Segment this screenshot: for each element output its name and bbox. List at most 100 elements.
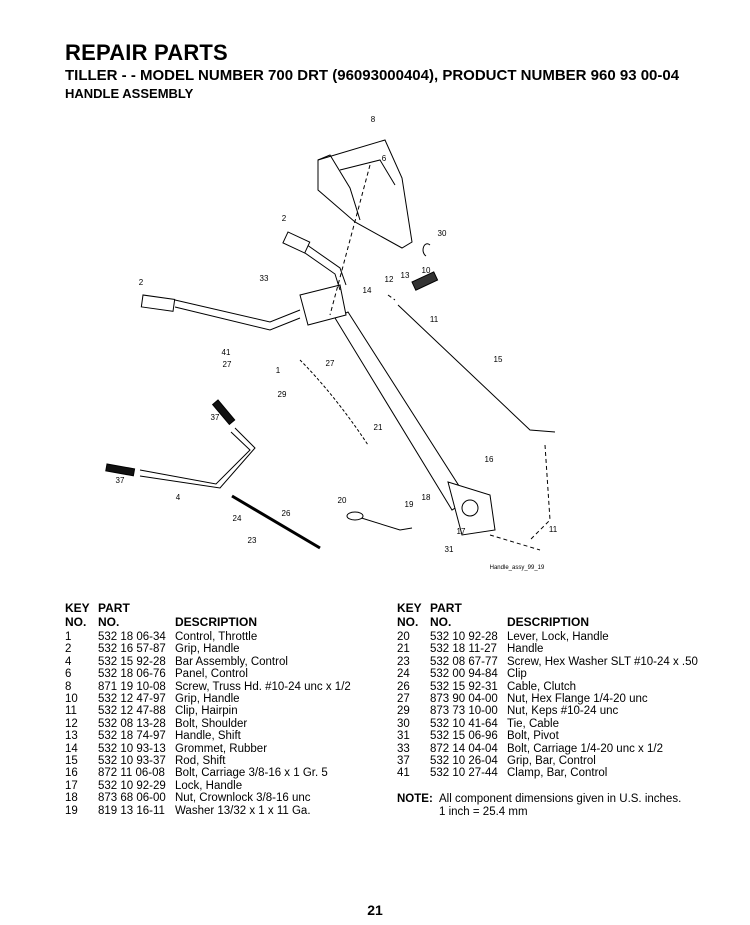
- callout-24: 24: [233, 514, 242, 523]
- lower-bracket: [447, 481, 496, 536]
- part-key: 13: [65, 730, 78, 743]
- callout-23: 23: [248, 536, 257, 545]
- callout-27a: 27: [223, 360, 232, 369]
- part-number: 532 10 93-37: [98, 755, 166, 768]
- part-number: 873 68 06-00: [98, 792, 166, 805]
- part-key: 27: [397, 693, 410, 706]
- col-part-no: NO.: [98, 615, 120, 629]
- callout-11b: 11: [549, 525, 558, 534]
- part-number: 532 15 92-28: [98, 655, 166, 668]
- col-description: DESCRIPTION: [507, 615, 590, 629]
- part-key: 23: [397, 655, 410, 668]
- part-description: Nut, Hex Flange 1/4-20 unc: [507, 693, 648, 706]
- callout-13: 13: [401, 271, 410, 280]
- part-number: 873 90 04-00: [430, 693, 498, 706]
- right-column-headers: KEY PART NO. NO. DESCRIPTION: [397, 601, 589, 629]
- part-description: Screw, Hex Washer SLT #10-24 x .50: [507, 655, 698, 668]
- callout-27b: 27: [326, 359, 335, 368]
- control-bar: [139, 427, 256, 489]
- callout-11: 11: [430, 315, 439, 324]
- page-title: REPAIR PARTS: [65, 40, 228, 65]
- part-number: 532 10 41-64: [430, 717, 498, 730]
- part-description: Clip, Hairpin: [175, 705, 238, 718]
- note-line1: All component dimensions given in U.S. i…: [439, 793, 682, 805]
- part-key: 6: [65, 668, 72, 681]
- part-number: 532 10 27-44: [430, 767, 498, 780]
- part-key: 2: [65, 643, 72, 656]
- callout-8: 8: [371, 115, 376, 124]
- part-number: 532 16 57-87: [98, 643, 166, 656]
- part-description: Clip: [507, 668, 527, 681]
- shift-rod: [397, 304, 556, 433]
- part-key: 8: [65, 680, 72, 693]
- part-description: Washer 13/32 x 1 x 11 Ga.: [175, 804, 311, 817]
- part-number: 532 10 93-13: [98, 742, 166, 755]
- callout-41: 41: [222, 348, 231, 357]
- part-number: 532 15 06-96: [430, 730, 498, 743]
- part-description: Grip, Handle: [175, 693, 240, 706]
- handle-assembly-diagram: 8 6 30 2 33 12 13 10 2 14 11 15 41 27 27…: [105, 115, 558, 571]
- part-key: 12: [65, 717, 78, 730]
- part-description: Clamp, Bar, Control: [507, 767, 608, 780]
- col-key: KEY: [65, 601, 90, 615]
- callout-26: 26: [282, 509, 291, 518]
- page-number: 21: [367, 902, 383, 918]
- callout-6: 6: [382, 154, 387, 163]
- clutch-cable: [231, 494, 321, 550]
- grip-37-left: [105, 463, 136, 477]
- part-number: 873 73 10-00: [430, 705, 498, 718]
- callout-37b: 37: [116, 476, 125, 485]
- part-key: 31: [397, 730, 410, 743]
- part-key: 4: [65, 655, 72, 668]
- part-description: Rod, Shift: [175, 755, 226, 768]
- part-key: 37: [397, 755, 410, 768]
- part-row: 23 532 08 67-77 Screw, Hex Washer SLT #10-…: [397, 656, 698, 668]
- part-number: 532 08 67-77: [430, 655, 498, 668]
- part-row: 27 873 90 04-00 Nut, Hex Flange 1/4-20 unc: [397, 693, 698, 705]
- col-key-no: NO.: [65, 615, 87, 629]
- part-description: Lock, Handle: [175, 779, 243, 792]
- callout-20: 20: [338, 496, 347, 505]
- section-title: HANDLE ASSEMBLY: [65, 86, 194, 101]
- note-label: NOTE:: [397, 793, 433, 805]
- callout-29: 29: [278, 390, 287, 399]
- part-description: Nut, Crownlock 3/8-16 unc: [175, 792, 311, 805]
- part-description: Grip, Handle: [175, 643, 240, 656]
- part-key: 30: [397, 717, 410, 730]
- part-number: 532 12 47-97: [98, 693, 166, 706]
- part-number: 532 18 06-34: [98, 631, 166, 643]
- part-description: Lever, Lock, Handle: [507, 631, 609, 643]
- part-number: 532 10 92-28: [430, 631, 498, 643]
- part-number: 532 15 92-31: [430, 680, 498, 693]
- part-number: 871 19 10-08: [98, 680, 166, 693]
- part-description: Control, Throttle: [175, 631, 258, 643]
- part-description: Panel, Control: [175, 668, 248, 681]
- part-key: 21: [397, 643, 410, 656]
- callout-33: 33: [260, 274, 269, 283]
- callout-2b: 2: [139, 278, 144, 287]
- col-key: KEY: [397, 601, 422, 615]
- part-key: 16: [65, 767, 78, 780]
- part-number: 872 11 06-08: [98, 767, 165, 780]
- part-key: 18: [65, 792, 78, 805]
- model-subtitle: TILLER - - MODEL NUMBER 700 DRT (9609300…: [65, 67, 680, 84]
- part-row: 2 532 16 57-87 Grip, Handle: [65, 643, 351, 655]
